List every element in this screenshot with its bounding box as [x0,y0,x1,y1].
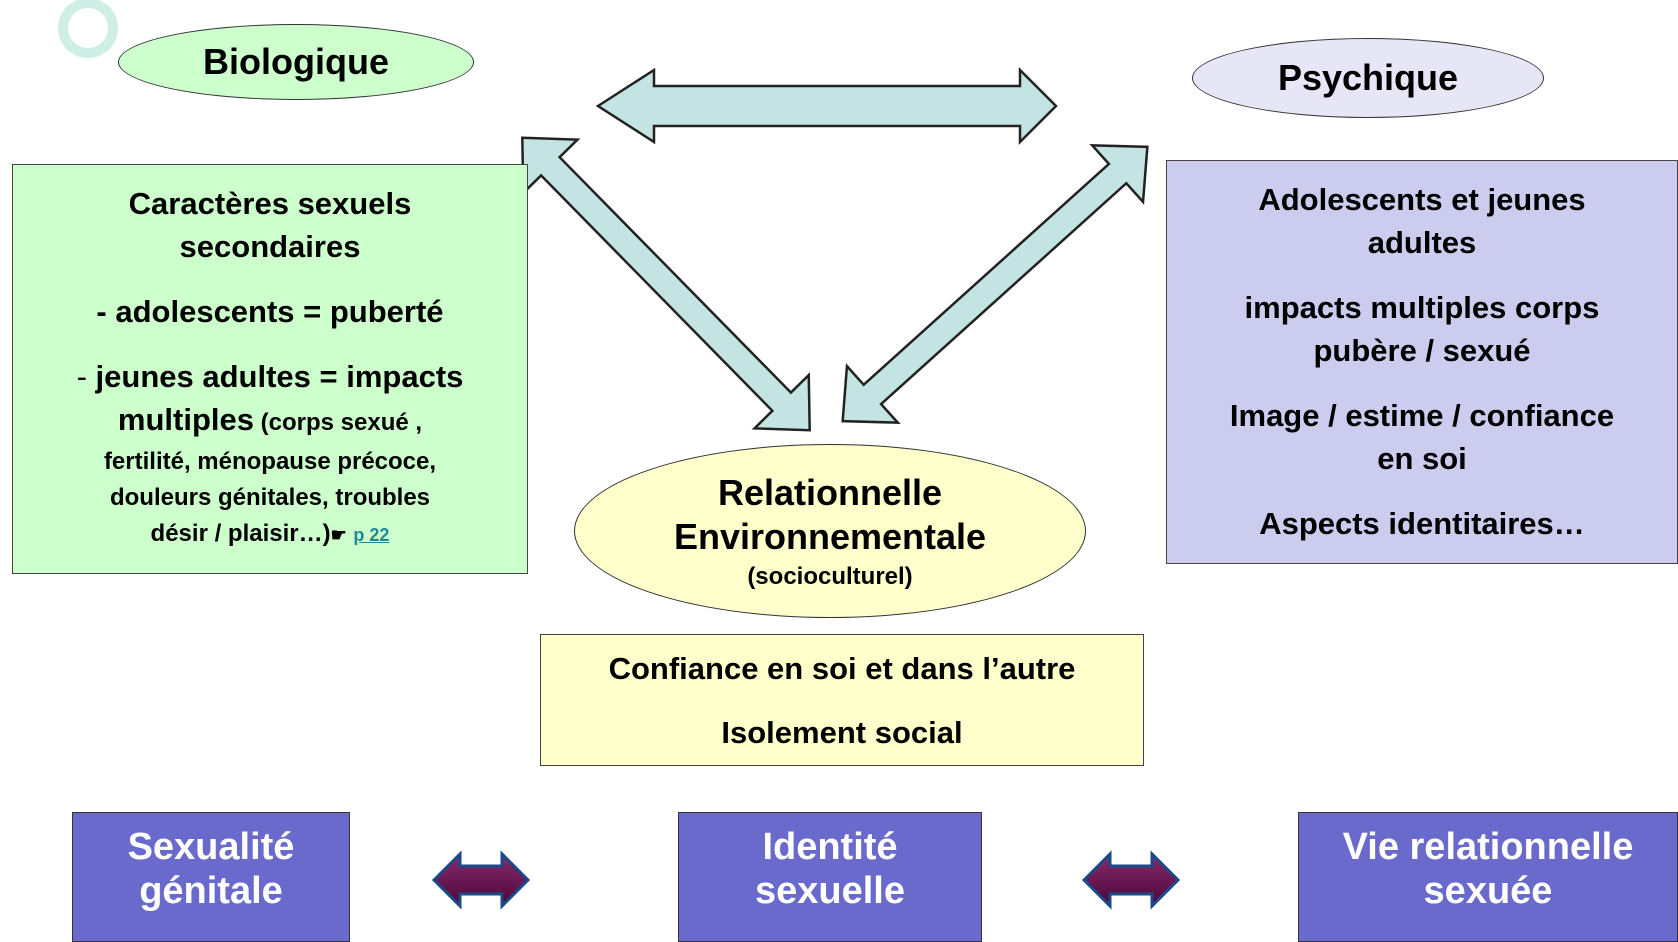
box-relationnelle: Confiance en soi et dans l’autre Isoleme… [540,634,1144,766]
bio-title: Caractères sexuels secondaires [13,182,527,268]
bio-item-detail-d: désir / plaisir…) [150,520,331,547]
bio-item-main2: multiples [117,402,254,437]
rel-item-2: Isolement social [721,715,963,750]
bio-item-dash: - [76,359,96,394]
box-psychique: Adolescents et jeunes adultes impacts mu… [1166,160,1678,564]
bio-item-main1: jeunes adultes = impacts [95,359,464,394]
node-relationnelle-line2: Environnementale [673,516,987,557]
psy-item-3: Image / estime / confiance en soi [1167,394,1677,480]
rel-item-1: Confiance en soi et dans l’autre [608,651,1076,686]
bio-item-detail-b: fertilité, ménopause précoce, [103,448,437,475]
psy-item-1b: adultes [1367,225,1477,260]
psy-item-3b: en soi [1377,441,1467,476]
node-biologique-label: Biologique [203,41,389,82]
psy-item-2b: pubère / sexué [1313,333,1531,368]
node-relationnelle-line3: (socioculturel) [747,563,913,590]
bottom-box-sexualite-genitale: Sexualité génitale [72,812,350,942]
node-biologique: Biologique [118,24,474,100]
arrow-psy-rel [841,144,1149,424]
box-biologique: Caractères sexuels secondaires - adolesc… [12,164,528,574]
arrow-bio-psy [595,66,1058,146]
node-psychique: Psychique [1192,38,1544,118]
bio-title-line1: Caractères sexuels [128,186,412,221]
bio-item-detail-a: (corps sexué , [254,409,423,436]
node-relationnelle-line1: Relationnelle [717,472,943,513]
arrow-genitale-identite [431,850,531,910]
arrow-identite-vie [1081,850,1181,910]
pointer-hand-icon: ☛ [330,525,347,545]
psy-item-4: Aspects identitaires… [1259,506,1585,541]
node-psychique-label: Psychique [1277,57,1459,98]
bottom-box-1-line1: Sexualité [127,826,295,868]
bottom-box-1-line2: génitale [139,870,283,912]
bio-title-line2: secondaires [179,229,361,264]
arrow-bio-rel [521,136,811,432]
node-relationnelle: Relationnelle Environnementale (sociocul… [574,444,1086,618]
page-22-link[interactable]: p 22 [353,525,390,545]
psy-item-2a: impacts multiples corps [1244,290,1600,325]
bottom-box-3-line1: Vie relationnelle [1342,826,1634,868]
bottom-box-2-line2: sexuelle [755,870,905,912]
bio-item-details: fertilité, ménopause précoce, douleurs g… [13,444,527,553]
bottom-box-3-line2: sexuée [1423,870,1553,912]
decorative-ring [58,0,118,58]
psy-item-3a: Image / estime / confiance [1229,398,1615,433]
bottom-box-identite-sexuelle: Identité sexuelle [678,812,982,942]
bio-item-jeunes-adultes: - jeunes adultes = impacts multiples (co… [13,355,527,444]
bottom-box-vie-relationnelle: Vie relationnelle sexuée [1298,812,1678,942]
bio-item-adolescents: - adolescents = puberté [96,294,444,329]
psy-item-1a: Adolescents et jeunes [1258,182,1586,217]
psy-item-1: Adolescents et jeunes adultes [1167,178,1677,264]
bio-item-detail-c: douleurs génitales, troubles [109,484,431,511]
bottom-box-2-line1: Identité [762,826,898,868]
psy-item-2: impacts multiples corps pubère / sexué [1167,286,1677,372]
